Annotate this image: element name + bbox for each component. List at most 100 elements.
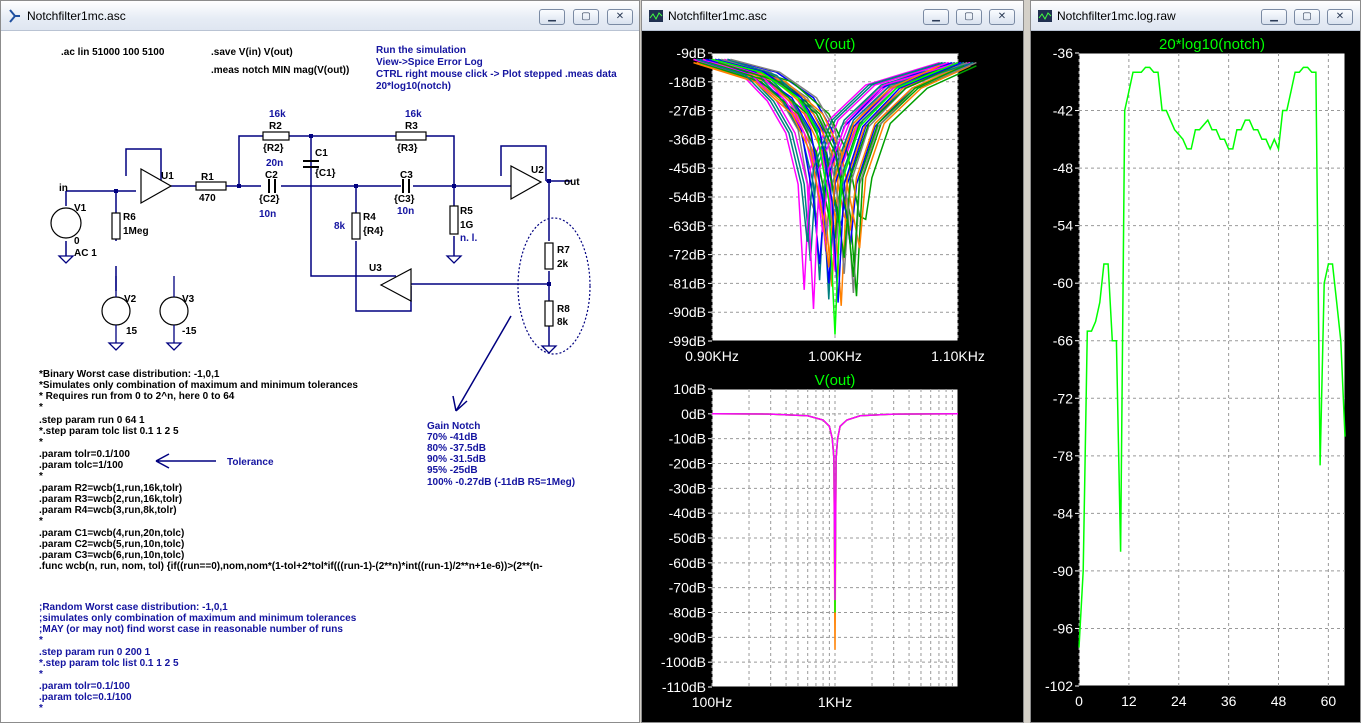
resistor-r5[interactable] — [449, 205, 459, 235]
minimize-button[interactable]: ▁ — [1261, 9, 1287, 25]
y-tick-label: -63dB — [669, 218, 706, 234]
y-tick-label: -90dB — [669, 629, 706, 645]
maximize-button[interactable]: ▢ — [573, 9, 599, 25]
y-tick-label: 0dB — [681, 406, 706, 422]
schematic-titlebar[interactable]: Notchfilter1mc.asc ▁ ▢ ✕ — [1, 1, 639, 31]
x-tick-label: 0.90KHz — [685, 348, 739, 364]
y-tick-label: -42 — [1053, 103, 1073, 119]
y-tick-label: -90dB — [669, 304, 706, 320]
plot2-svg[interactable]: 20*log10(notch)-36-42-48-54-60-66-72-78-… — [1031, 31, 1361, 723]
y-tick-label: -18dB — [669, 74, 706, 90]
source-v1[interactable] — [50, 207, 82, 239]
svg-text:*: * — [39, 669, 43, 680]
binary-worst-case-block[interactable]: *Binary Worst case distribution: -1,0,1 … — [39, 369, 543, 572]
plot2-titlebar[interactable]: Notchfilter1mc.log.raw ▁ ▢ ✕ — [1031, 1, 1360, 31]
resistor-r8[interactable] — [544, 300, 554, 327]
r8-label: R8 — [557, 304, 570, 315]
plot-window-2[interactable]: Notchfilter1mc.log.raw ▁ ▢ ✕ 20*log10(no… — [1030, 0, 1361, 723]
opamp-u3[interactable] — [379, 268, 412, 302]
plot2-title: Notchfilter1mc.log.raw — [1057, 9, 1176, 23]
svg-text:*Simulates only combination of: *Simulates only combination of maximum a… — [39, 380, 358, 391]
x-tick-label: 48 — [1271, 693, 1287, 709]
r6-value: 1Meg — [123, 226, 149, 237]
close-button[interactable]: ✕ — [1327, 9, 1353, 25]
schematic-canvas[interactable]: .ac lin 51000 100 5100 .save V(in) V(out… — [1, 31, 639, 722]
r3-value: 16k — [405, 109, 422, 120]
c1-label: C1 — [315, 148, 328, 159]
hint-line-3: CTRL right mouse click -> Plot stepped .… — [376, 69, 617, 80]
resistor-r3[interactable] — [395, 131, 427, 141]
y-tick-label: -81dB — [669, 275, 706, 291]
hint-line-2: View->Spice Error Log — [376, 57, 483, 68]
tolerance-label: Tolerance — [227, 457, 274, 468]
gain-notch-row: 95% -25dB — [427, 465, 478, 476]
plot-window-1[interactable]: Notchfilter1mc.asc ▁ ▢ ✕ V(out)-9dB-18dB… — [641, 0, 1024, 723]
capacitors[interactable] — [268, 160, 410, 193]
close-button[interactable]: ✕ — [607, 9, 633, 25]
plot1-area[interactable]: V(out)-9dB-18dB-27dB-36dB-45dB-54dB-63dB… — [642, 31, 1023, 722]
c1-value: 20n — [266, 158, 283, 169]
hint-line-1: Run the simulation — [376, 45, 466, 56]
svg-text:*: * — [39, 437, 43, 448]
wires — [65, 135, 571, 346]
v3-value: -15 — [182, 326, 197, 337]
plot1-titlebar[interactable]: Notchfilter1mc.asc ▁ ▢ ✕ — [642, 1, 1023, 31]
r7-label: R7 — [557, 245, 570, 256]
gain-notch-row: 90% -31.5dB — [427, 454, 486, 465]
chart-title: V(out) — [815, 372, 856, 389]
svg-text:.param C1=wcb(4,run,20n,tolc): .param C1=wcb(4,run,20n,tolc) — [39, 528, 184, 539]
save-directive[interactable]: .save V(in) V(out) — [211, 47, 293, 58]
gain-notch-row: 100% -0.27dB (-11dB R5=1Meg) — [427, 477, 575, 488]
y-tick-label: -72 — [1053, 390, 1073, 406]
minimize-button[interactable]: ▁ — [923, 9, 949, 25]
junctions — [114, 134, 551, 286]
ac-directive[interactable]: .ac lin 51000 100 5100 — [61, 47, 165, 58]
svg-text:.param R4=wcb(3,run,8k,tolr): .param R4=wcb(3,run,8k,tolr) — [39, 505, 177, 516]
opamp-u1[interactable] — [140, 167, 173, 205]
c2-label: C2 — [265, 170, 278, 181]
notch-trace — [693, 58, 940, 290]
svg-text:*.step param tolc list 0.1 1 2: *.step param tolc list 0.1 1 2 5 — [39, 658, 179, 669]
u3-label: U3 — [369, 263, 382, 274]
maximize-button[interactable]: ▢ — [1294, 9, 1320, 25]
y-tick-label: -102 — [1045, 678, 1073, 694]
resistor-r2[interactable] — [262, 131, 290, 141]
resistor-r4[interactable] — [351, 212, 361, 240]
y-tick-label: -60dB — [669, 555, 706, 571]
c3-label: C3 — [400, 170, 413, 181]
resistor-r1[interactable] — [195, 181, 227, 191]
random-worst-case-block[interactable]: ;Random Worst case distribution: -1,0,1 … — [39, 602, 357, 714]
v1-label: V1 — [74, 203, 87, 214]
y-tick-label: -30dB — [669, 480, 706, 496]
resistor-r6[interactable] — [111, 212, 121, 240]
notch-trace — [711, 58, 959, 335]
svg-text:* Requires run from 0 to 2^n,: * Requires run from 0 to 2^n, here 0 to … — [39, 391, 235, 402]
plot1-svg[interactable]: V(out)-9dB-18dB-27dB-36dB-45dB-54dB-63dB… — [642, 31, 1024, 723]
v2-value: 15 — [126, 326, 138, 337]
x-tick-label: 12 — [1121, 693, 1137, 709]
maximize-button[interactable]: ▢ — [956, 9, 982, 25]
schematic-window[interactable]: Notchfilter1mc.asc ▁ ▢ ✕ .ac lin 51000 1… — [0, 0, 640, 723]
plot1-title: Notchfilter1mc.asc — [668, 9, 767, 23]
notch-trace — [693, 61, 940, 268]
svg-text:*: * — [39, 703, 43, 714]
r5-note: n. l. — [460, 233, 477, 244]
r4-param: {R4} — [363, 226, 384, 237]
v2-label: V2 — [124, 294, 137, 305]
plot2-area[interactable]: 20*log10(notch)-36-42-48-54-60-66-72-78-… — [1031, 31, 1360, 722]
resistor-r7[interactable] — [544, 242, 554, 270]
svg-text:.param R2=wcb(1,run,16k,tolr): .param R2=wcb(1,run,16k,tolr) — [39, 483, 182, 494]
y-tick-label: -100dB — [661, 654, 706, 670]
c2-param: {C2} — [259, 194, 280, 205]
opamp-u2[interactable] — [510, 165, 543, 201]
y-tick-label: 10dB — [673, 381, 706, 397]
minimize-button[interactable]: ▁ — [539, 9, 565, 25]
notch-trace — [696, 58, 943, 242]
chart-title: V(out) — [815, 36, 856, 53]
x-tick-label: 24 — [1171, 693, 1187, 709]
svg-text:.func wcb(n, run, nom, tol) {: .func wcb(n, run, nom, tol) {if((run==0)… — [39, 561, 543, 572]
close-button[interactable]: ✕ — [989, 9, 1015, 25]
meas-directive[interactable]: .meas notch MIN mag(V(out)) — [211, 65, 349, 76]
u2-label: U2 — [531, 165, 544, 176]
y-tick-label: -90 — [1053, 563, 1073, 579]
